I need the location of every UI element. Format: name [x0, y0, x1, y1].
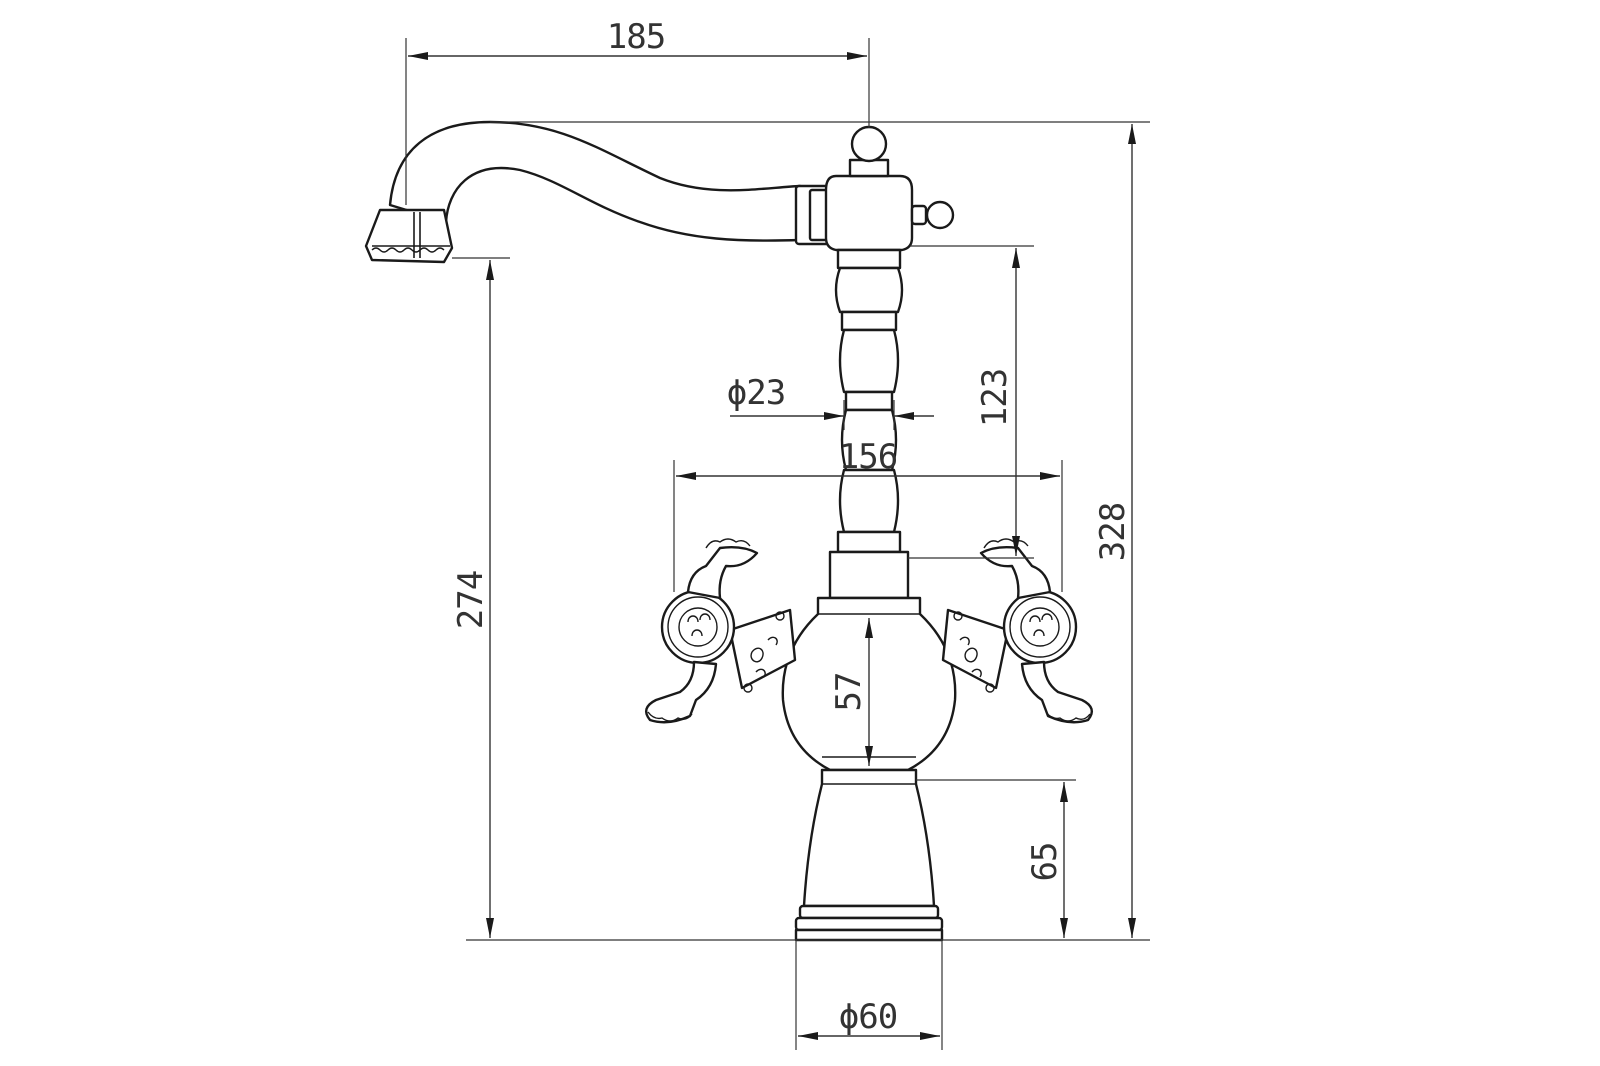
dim-label-57: 57 [829, 673, 869, 712]
mounting-shank [794, 928, 944, 942]
swivel-hub [824, 174, 914, 252]
right-handle [941, 538, 1094, 724]
dim-label-phi23: ϕ23 [727, 373, 785, 413]
dim-label-phi60: ϕ60 [839, 997, 897, 1037]
dim-label-328: 328 [1093, 503, 1133, 561]
dim-label-156: 156 [839, 437, 897, 477]
dim-label-185: 185 [607, 17, 665, 57]
extension-lines [405, 38, 1150, 1050]
base [802, 768, 936, 908]
top-finial [850, 125, 888, 163]
dimension-lines [408, 52, 1136, 1040]
dim-label-123: 123 [975, 369, 1015, 427]
dim-label-274: 274 [451, 571, 491, 629]
column [828, 248, 910, 600]
side-knob [925, 200, 955, 230]
spout [388, 120, 802, 242]
left-handle [644, 538, 797, 724]
spout-aerator [364, 208, 454, 264]
dim-label-65: 65 [1025, 843, 1065, 882]
dimension-labels: 185 328 274 123 ϕ23 156 57 65 ϕ60 [451, 17, 1133, 1037]
faucet-outline [364, 120, 1094, 942]
